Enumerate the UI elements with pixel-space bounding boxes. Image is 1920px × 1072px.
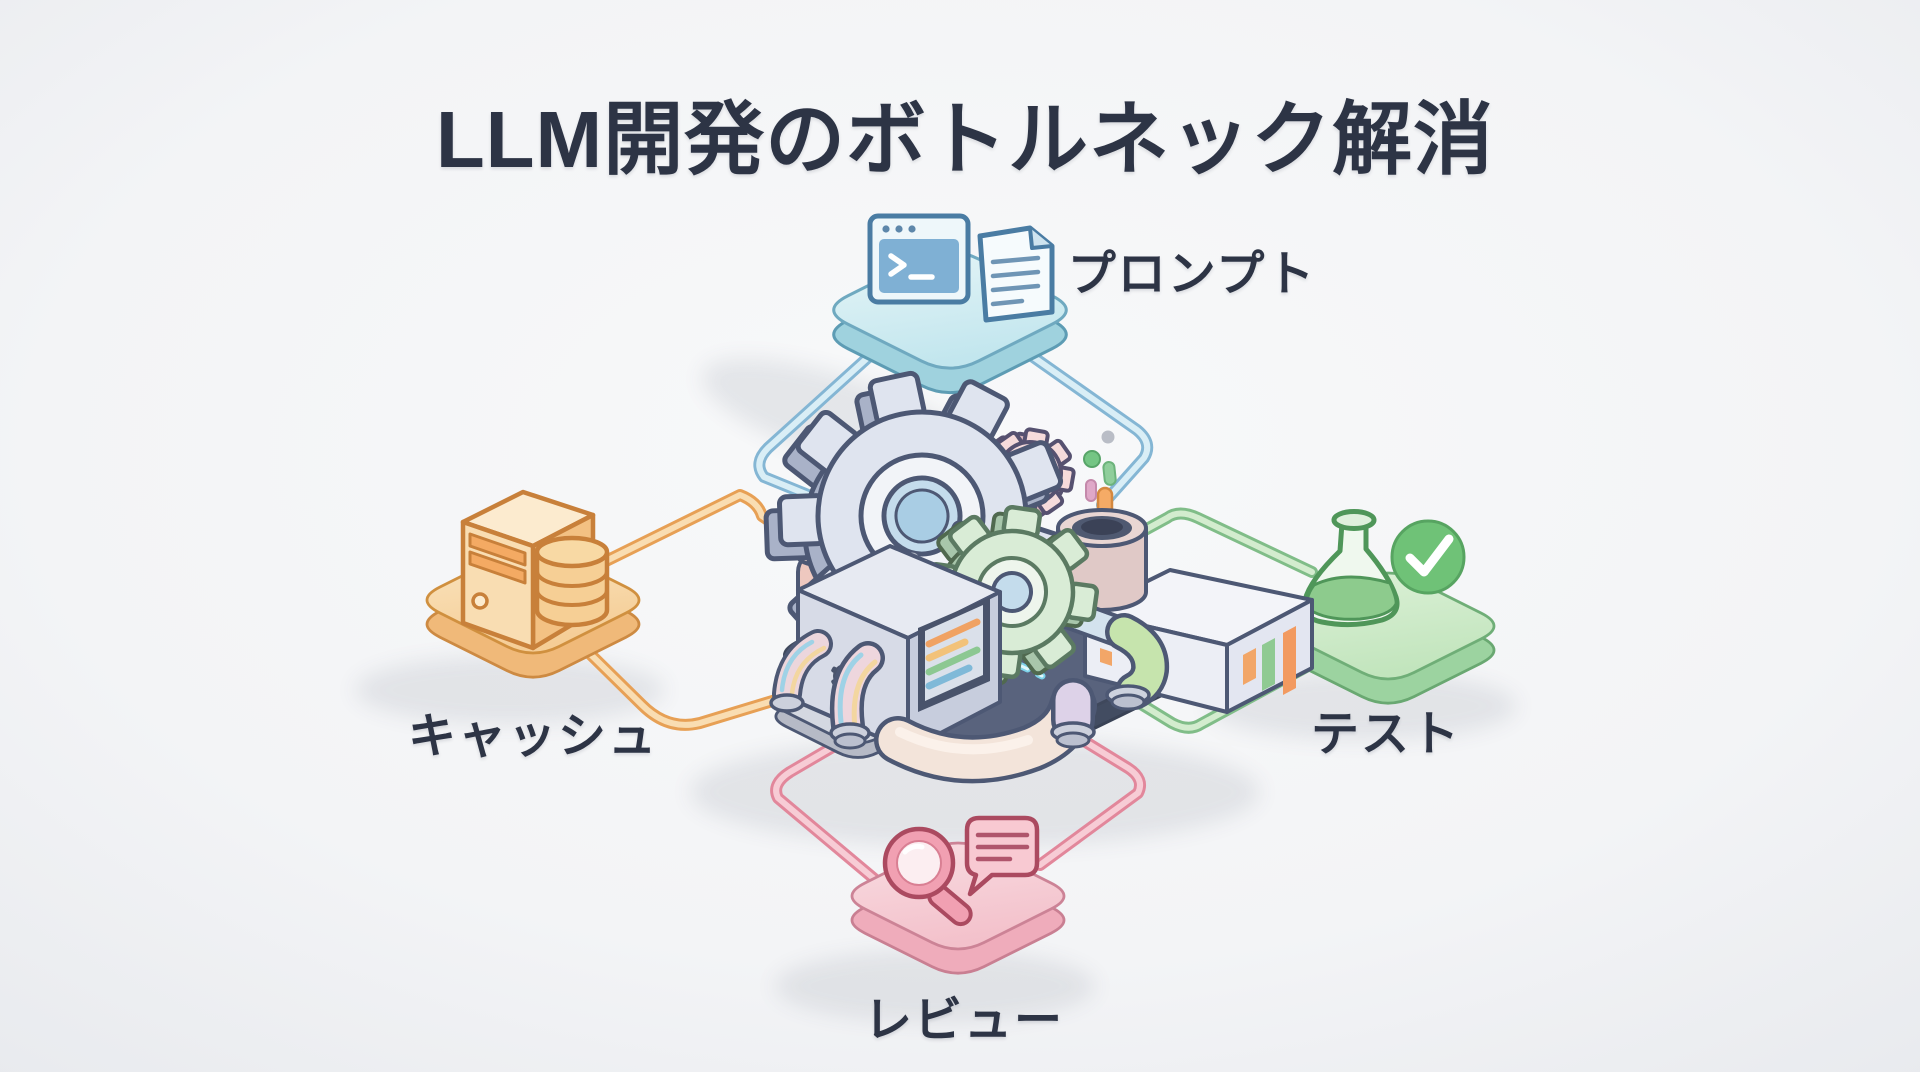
node-label-test: テスト [1310,708,1462,761]
connector-prompt-left [753,336,891,516]
speech-bubble-icon [964,815,1040,897]
bar-chart-icon [1100,626,1296,695]
control-panel-screen [918,597,990,712]
platform-review [850,815,1066,975]
platform-test [1280,509,1496,705]
platform-prompt [832,213,1068,395]
connector-cache-top [596,489,858,582]
database-icon [534,535,610,628]
connector-cache-bottom [572,636,808,731]
striped-pipes [769,629,885,750]
connector-test-top [1106,507,1318,578]
connector-review-left [770,732,884,888]
flask-icon [1301,509,1400,628]
magnifier-icon [882,826,973,927]
front-pipes [874,678,1097,784]
llm-pipeline-machine [736,347,1314,784]
page-title: LLM開発のボトルネック解消 [435,95,1495,184]
connector-test-bottom [1122,660,1314,734]
terminal-window-icon [867,213,971,305]
node-label-cache: キャッシュ [407,710,659,763]
node-label-review: レビュー [863,994,1065,1047]
platform-cache [425,489,641,679]
document-icon [977,225,1055,323]
check-circle-icon [1390,519,1466,595]
connector-review-right [1034,730,1146,871]
connector-prompt-right [1006,336,1154,511]
spark-dots [1083,430,1117,502]
node-label-prompt: プロンプト [1067,248,1317,301]
connector-lines [572,336,1318,888]
